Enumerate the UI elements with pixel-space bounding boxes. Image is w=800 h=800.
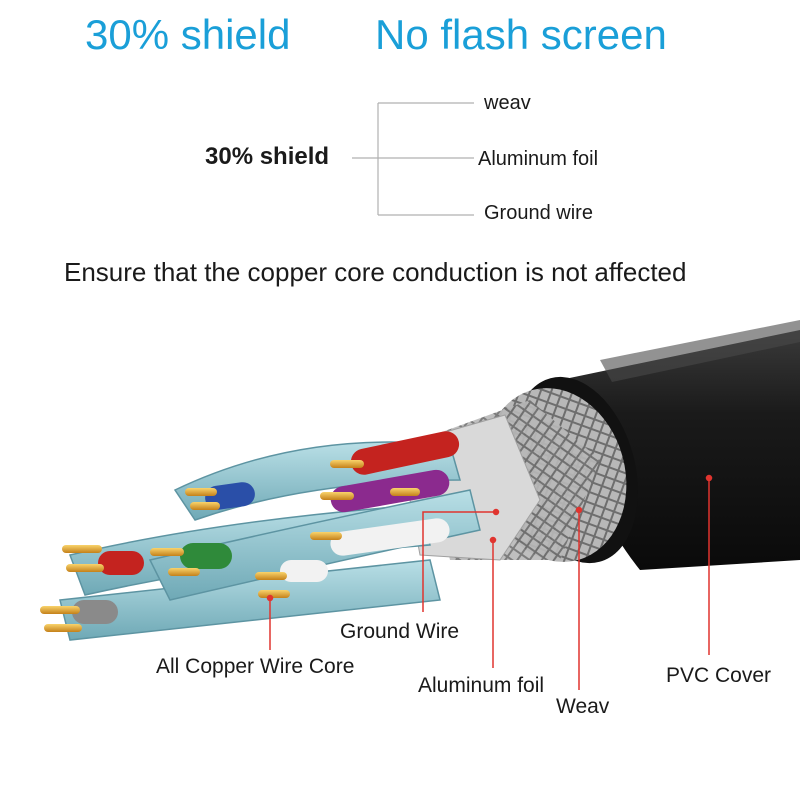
callout-lines [266, 474, 713, 690]
shield-tree-branch-aluminum-foil: Aluminum foil [478, 148, 599, 170]
colored-conductors [72, 431, 460, 624]
shield-tree-branch-weav: weav [484, 92, 531, 114]
shield-tree-root: 30% shield [205, 143, 330, 170]
tagline: Ensure that the copper core conduction i… [64, 257, 687, 287]
headline: 30% shield No flash screen [0, 6, 800, 64]
callout-copper-core: All Copper Wire Core [156, 655, 355, 678]
copper-conductors [40, 460, 420, 632]
callout-pvc-cover: PVC Cover [666, 664, 772, 687]
shield-tree-lines [352, 102, 474, 216]
headline-no-flash: No flash screen [375, 11, 667, 58]
shield-tree-branch-ground-wire: Ground wire [484, 202, 593, 224]
headline-shield: 30% shield [85, 11, 291, 58]
callout-aluminum-foil: Aluminum foil [418, 674, 545, 697]
callout-ground-wire: Ground Wire [340, 620, 460, 643]
callout-weav: Weav [556, 695, 610, 718]
